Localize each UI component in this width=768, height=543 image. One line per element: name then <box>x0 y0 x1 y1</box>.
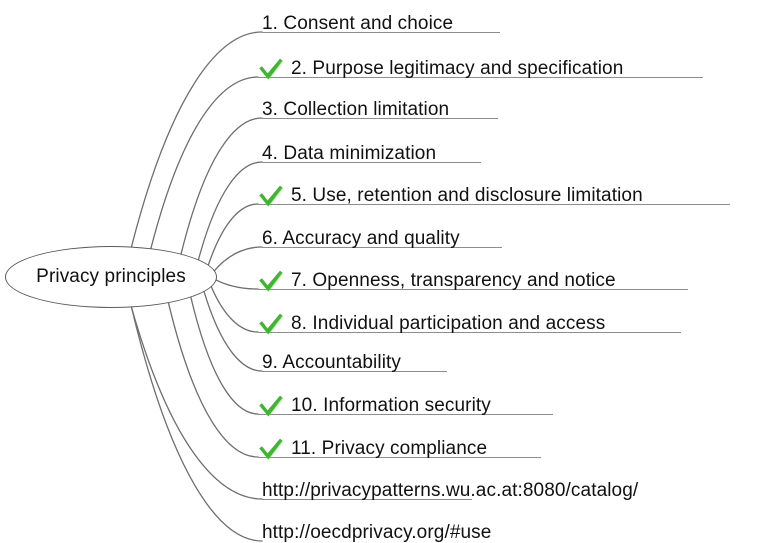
branch-item-label: http://oecdprivacy.org/#use <box>262 522 492 543</box>
branch-item-label: 6. Accuracy and quality <box>262 228 460 249</box>
branch-underline <box>262 162 481 163</box>
branch-connector <box>203 289 263 372</box>
branch-underline <box>262 118 498 119</box>
branch-underline <box>262 247 502 248</box>
branch-connector <box>207 203 259 268</box>
green-check-icon <box>259 395 283 417</box>
branch-connector <box>130 306 263 542</box>
branch-item[interactable]: 3. Collection limitation <box>262 89 449 123</box>
branch-item[interactable]: 5. Use, retention and disclosure limitat… <box>258 175 643 209</box>
root-node-label: Privacy principles <box>36 266 186 287</box>
branch-item-label: 4. Data minimization <box>262 143 437 164</box>
branch-underline <box>262 32 500 33</box>
branch-connector <box>150 76 259 250</box>
branch-item-label: 7. Openness, transparency and notice <box>291 270 616 291</box>
branch-underline <box>258 332 681 333</box>
branch-item[interactable]: 2. Purpose legitimacy and specification <box>258 48 623 82</box>
green-check-icon <box>259 58 283 80</box>
root-node-privacy-principles[interactable]: Privacy principles <box>5 246 217 308</box>
branch-item[interactable]: 9. Accountability <box>262 342 401 376</box>
branch-underline <box>262 499 472 500</box>
branch-item-label: 10. Information security <box>291 395 491 416</box>
branch-item[interactable]: 10. Information security <box>258 385 491 419</box>
branch-connector <box>213 278 259 290</box>
branch-connector <box>209 284 259 333</box>
branch-underline <box>258 289 688 290</box>
green-check-icon <box>259 313 283 335</box>
branch-item[interactable]: 8. Individual participation and access <box>258 303 605 337</box>
branch-item-label: 1. Consent and choice <box>262 13 454 34</box>
branch-connector <box>167 302 259 458</box>
green-check-icon <box>259 185 283 207</box>
branch-connector <box>130 306 263 500</box>
branch-item[interactable]: 6. Accuracy and quality <box>262 218 460 252</box>
green-check-icon <box>259 270 283 292</box>
branch-connector <box>130 31 263 248</box>
branch-underline <box>258 204 730 205</box>
branch-item-label: http://privacypatterns.wu.ac.at:8080/cat… <box>262 480 639 501</box>
branch-item[interactable]: 1. Consent and choice <box>262 3 453 37</box>
green-check-icon <box>259 438 283 460</box>
branch-underline <box>258 77 703 78</box>
branch-item-label: 2. Purpose legitimacy and specification <box>291 58 624 79</box>
branch-connector <box>197 161 263 262</box>
branch-item[interactable]: 4. Data minimization <box>262 133 436 167</box>
branch-underline <box>258 457 541 458</box>
branch-item[interactable]: 11. Privacy compliance <box>258 428 487 462</box>
branch-item-label: 8. Individual participation and access <box>291 313 606 334</box>
branch-item-label: 5. Use, retention and disclosure limitat… <box>291 185 643 206</box>
branch-item[interactable]: 7. Openness, transparency and notice <box>258 260 616 294</box>
branch-item-label: 9. Accountability <box>262 352 402 373</box>
branch-item[interactable]: http://privacypatterns.wu.ac.at:8080/cat… <box>262 470 638 504</box>
branch-item-label: 3. Collection limitation <box>262 99 450 120</box>
branch-connector <box>212 246 263 274</box>
branch-underline <box>258 414 553 415</box>
branch-underline <box>262 371 447 372</box>
branch-connector <box>180 117 263 255</box>
branch-connector <box>190 295 259 415</box>
branch-item-label: 11. Privacy compliance <box>291 438 488 459</box>
branch-item[interactable]: http://oecdprivacy.org/#use <box>262 512 491 543</box>
